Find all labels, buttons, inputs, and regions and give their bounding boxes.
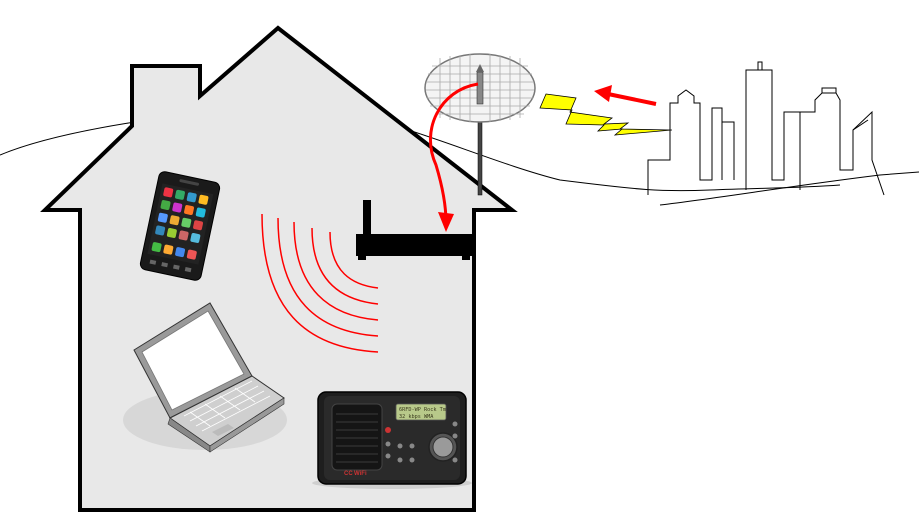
lightning-bolt-icon	[539, 93, 673, 136]
radio-brand-suffix: WiFi	[354, 471, 367, 477]
wifi-waves	[261, 213, 379, 353]
city-skyline	[647, 61, 885, 196]
laptop	[123, 302, 287, 453]
arrow-red-icon	[594, 85, 657, 106]
cable-arrow	[428, 82, 479, 232]
internet-radio: 6RFD-WP Rock Tm 32 kbps WMA CC WiFi	[312, 391, 472, 489]
grid-antenna	[424, 53, 536, 123]
radio-display-line1: 6RFD-WP Rock Tm	[399, 407, 446, 413]
radio-brand-prefix: CC	[344, 471, 353, 477]
radio-display-line2: 32 kbps WMA	[399, 414, 434, 420]
router	[356, 200, 474, 260]
smartphone	[139, 171, 221, 281]
